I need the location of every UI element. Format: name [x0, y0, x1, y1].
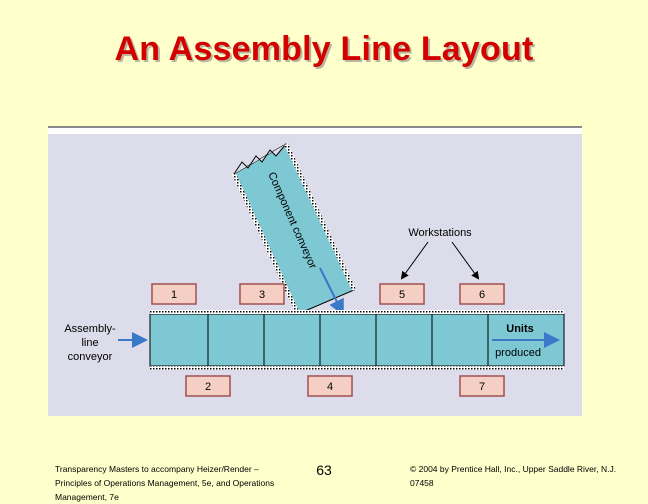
component-flow-arrow: [319, 267, 344, 316]
workstation-6-label: 6: [479, 289, 485, 301]
page-number: 63: [316, 462, 332, 478]
footer-credit: Transparency Masters to accompany Heizer…: [55, 464, 275, 502]
workstations-pointer-right: [451, 241, 480, 280]
assembly-line-label-3: conveyor: [68, 351, 113, 363]
workstation-7: 7: [459, 375, 505, 397]
workstation-2-label: 2: [205, 381, 211, 393]
units-label: Units: [506, 323, 534, 335]
workstation-6: 6: [459, 283, 505, 305]
workstation-2: 2: [185, 375, 231, 397]
workstation-3: 3: [239, 283, 285, 305]
assembly-line-label-1: Assembly-: [64, 323, 116, 335]
workstation-1: 1: [151, 283, 197, 305]
assembly-line-diagram: Component conveyor 1 3 5: [64, 143, 565, 397]
produced-label: produced: [495, 347, 541, 359]
workstation-7-label: 7: [479, 381, 485, 393]
workstation-3-label: 3: [259, 289, 265, 301]
workstation-5: 5: [379, 283, 425, 305]
workstation-5-label: 5: [399, 289, 405, 301]
footer-copyright: © 2004 by Prentice Hall, Inc., Upper Sad…: [410, 464, 617, 488]
workstations-label: Workstations: [408, 227, 472, 239]
workstation-4: 4: [307, 375, 353, 397]
workstation-1-label: 1: [171, 289, 177, 301]
assembly-line-label-2: line: [81, 337, 98, 349]
workstations-pointer-left: [400, 241, 429, 280]
assembly-line-figure: Component conveyor 1 3 5: [48, 126, 582, 416]
workstation-4-label: 4: [327, 381, 333, 393]
slide-title: An Assembly Line Layout: [114, 30, 534, 68]
